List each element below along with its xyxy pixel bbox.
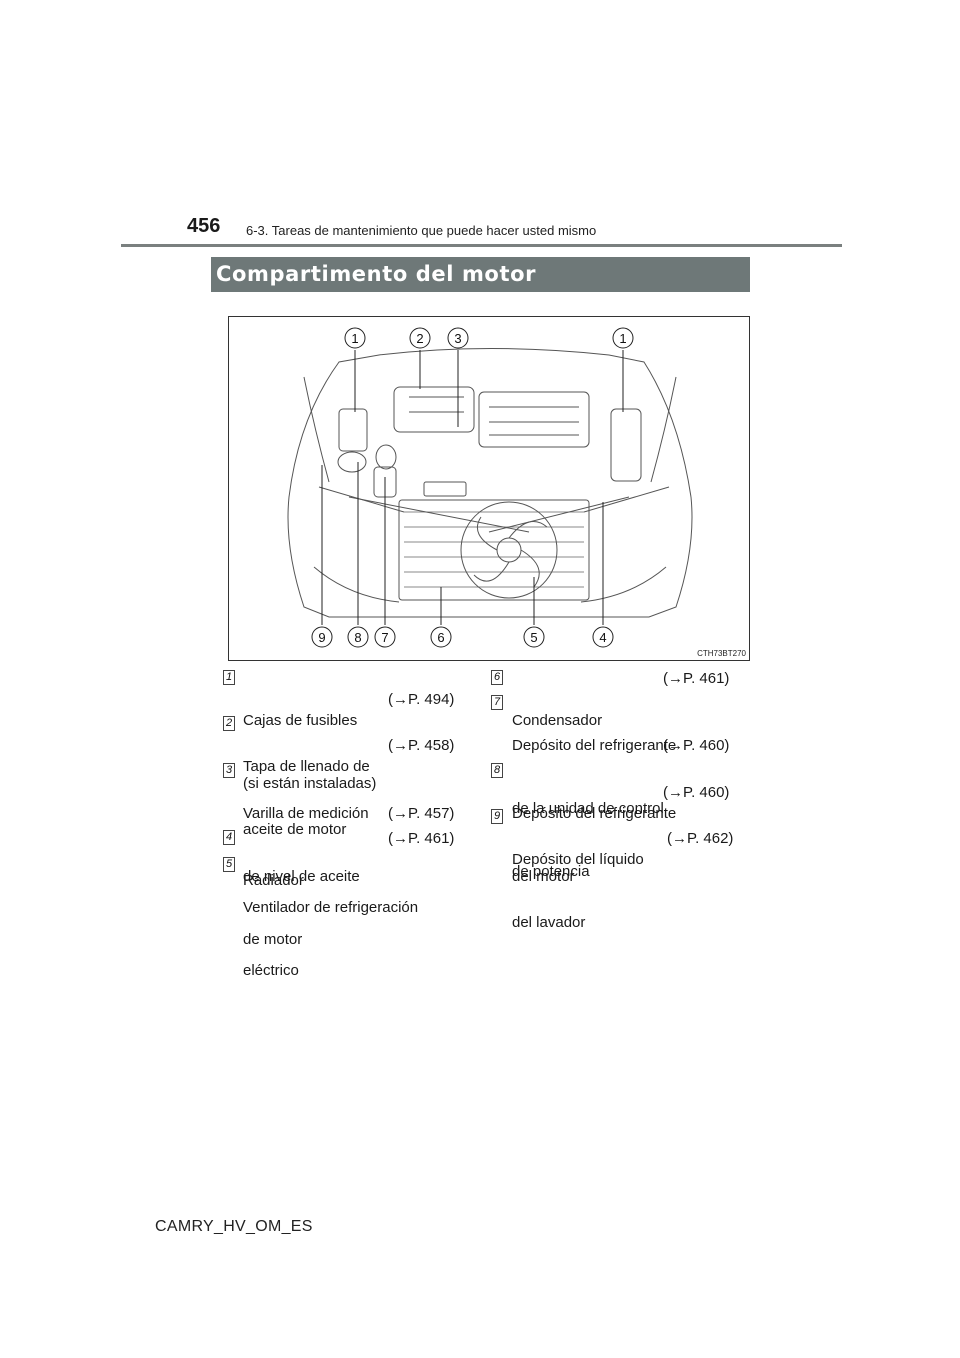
section-title: Compartimento del motor: [216, 262, 537, 286]
page-reference: (→P. 494): [388, 691, 455, 708]
callout-label: 2: [416, 331, 423, 346]
item-label-line: de la unidad de control: [512, 800, 664, 817]
callout-label: 1: [351, 331, 358, 346]
legend-item: 9 Depósito del líquido del lavador (→P. …: [491, 807, 741, 931]
item-label-line: Depósito del refrigerante: [512, 805, 677, 822]
item-number: 4: [223, 830, 235, 845]
item-label-line: del motor: [512, 868, 575, 885]
item-label-line: Condensador: [512, 712, 603, 729]
legend-item: 3 Varilla de medición de nivel de aceite…: [223, 761, 468, 948]
item-label-line: de motor: [243, 931, 303, 948]
callout-9: [311, 626, 333, 648]
callout-7: [374, 626, 396, 648]
callout-6: [430, 626, 452, 648]
engine-compartment-figure: 1 2 3 1 9 8 7 6 5 4 CTH73BT270: [228, 316, 750, 661]
section-heading-bar: [211, 257, 750, 292]
item-label-line: Varilla de medición: [243, 805, 369, 822]
item-label-line: de nivel de aceite: [243, 868, 360, 885]
callout-label: 1: [619, 331, 626, 346]
callout-label: 8: [354, 630, 361, 645]
item-number: 8: [491, 763, 503, 778]
page-reference: (→P. 460): [663, 737, 730, 754]
callout-1-right: [612, 327, 634, 349]
item-label-line: Depósito del líquido: [512, 851, 644, 868]
item-number: 2: [223, 716, 235, 731]
page-number: 456: [187, 215, 221, 237]
callout-label: 6: [437, 630, 444, 645]
item-label-line: del lavador: [512, 914, 586, 931]
page-reference: (→P. 462): [667, 830, 734, 847]
figure-code: CTH73BT270: [697, 649, 746, 658]
page-reference: (→P. 460): [663, 784, 730, 801]
item-number: 7: [491, 695, 503, 710]
item-label-line: eléctrico: [243, 962, 299, 979]
chapter-title: 6-3. Tareas de mantenimiento que puede h…: [246, 223, 597, 238]
document-id: CAMRY_HV_OM_ES: [155, 1218, 313, 1235]
engine-illustration: 1 2 3 1 9 8 7 6 5 4: [287, 327, 693, 648]
item-number: 5: [223, 857, 235, 872]
item-number: 1: [223, 670, 235, 685]
page-reference: (→P. 461): [388, 830, 455, 847]
callout-label: 3: [454, 331, 461, 346]
item-label-line: Radiador: [243, 872, 304, 889]
legend-item: 1 Cajas de fusibles (si están instaladas…: [223, 668, 468, 792]
legend-item: 6 Condensador (→P. 461): [491, 668, 741, 729]
callout-3: [447, 327, 469, 349]
legend-item: 2 Tapa de llenado de aceite de motor (→P…: [223, 714, 468, 838]
item-label-line: Cajas de fusibles: [243, 712, 358, 729]
legend-item: 7 Depósito del refrigerante de la unidad…: [491, 693, 741, 880]
callout-4: [592, 626, 614, 648]
item-number: 3: [223, 763, 235, 778]
item-label-line: Depósito del refrigerante: [512, 737, 677, 754]
legend-item: 5 Ventilador de refrigeración eléctrico: [223, 855, 468, 979]
callout-5: [523, 626, 545, 648]
item-number: 6: [491, 670, 503, 685]
item-number: 9: [491, 809, 503, 824]
page-reference: (→P. 461): [663, 670, 730, 687]
page-reference: (→P. 458): [388, 737, 455, 754]
item-label-line: (si están instaladas): [243, 775, 377, 792]
page-reference: (→P. 457): [388, 805, 455, 822]
callout-label: 7: [381, 630, 388, 645]
callout-label: 9: [318, 630, 325, 645]
callout-label: 5: [530, 630, 537, 645]
item-label-line: Ventilador de refrigeración: [243, 899, 419, 916]
callout-label: 4: [599, 630, 606, 645]
item-label-line: de potencia: [512, 863, 590, 880]
callout-1-left: [344, 327, 366, 349]
callout-2: [409, 327, 431, 349]
header-divider: [121, 244, 842, 247]
item-label-line: Tapa de llenado de: [243, 758, 370, 775]
callout-8: [347, 626, 369, 648]
legend-item: 4 Radiador (→P. 461): [223, 828, 468, 889]
item-label-line: aceite de motor: [243, 821, 347, 838]
legend-item: 8 Depósito del refrigerante del motor (→…: [491, 761, 741, 885]
